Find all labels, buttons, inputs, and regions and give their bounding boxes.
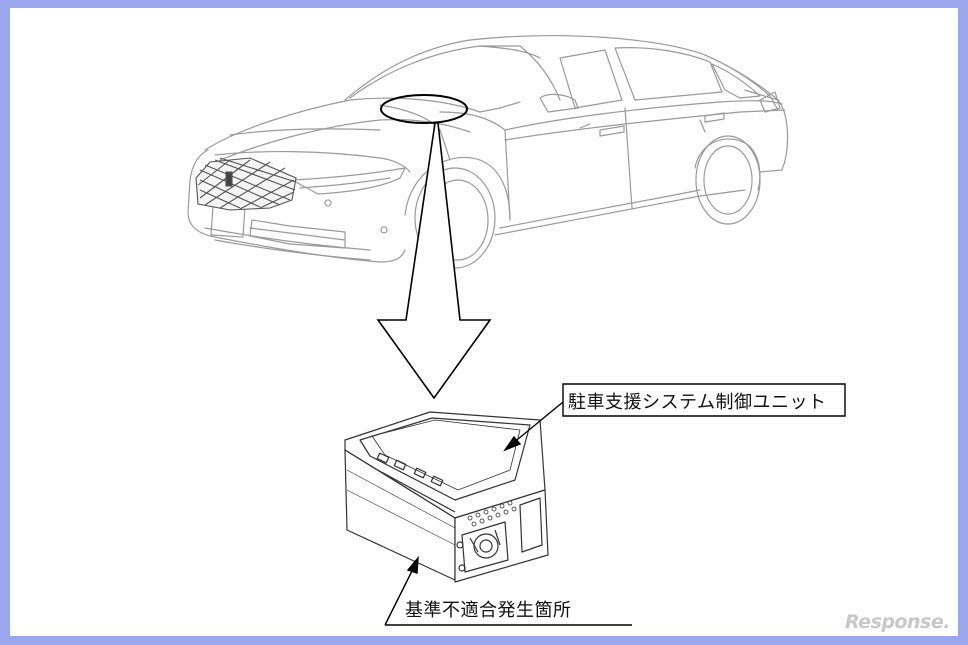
location-leader-line: [384, 564, 416, 626]
location-ellipse: [380, 94, 468, 124]
label-leaders: [384, 383, 846, 626]
car-illustration: [187, 35, 789, 269]
unit-leader-arrowhead: [503, 435, 522, 452]
unit-leader-line: [511, 401, 564, 445]
unit-label-box: [562, 383, 846, 417]
control-unit-illustration: [344, 411, 549, 583]
response-watermark: Response.: [845, 611, 950, 633]
car-grille: [195, 157, 297, 211]
large-down-arrow: [376, 122, 492, 400]
control-unit-label: 駐車支援システム制御ユニット: [568, 392, 827, 413]
nonconformity-location-label: 基準不適合発生箇所: [405, 600, 572, 621]
location-leader-arrowhead: [406, 555, 419, 574]
callout-marks: [376, 94, 492, 400]
